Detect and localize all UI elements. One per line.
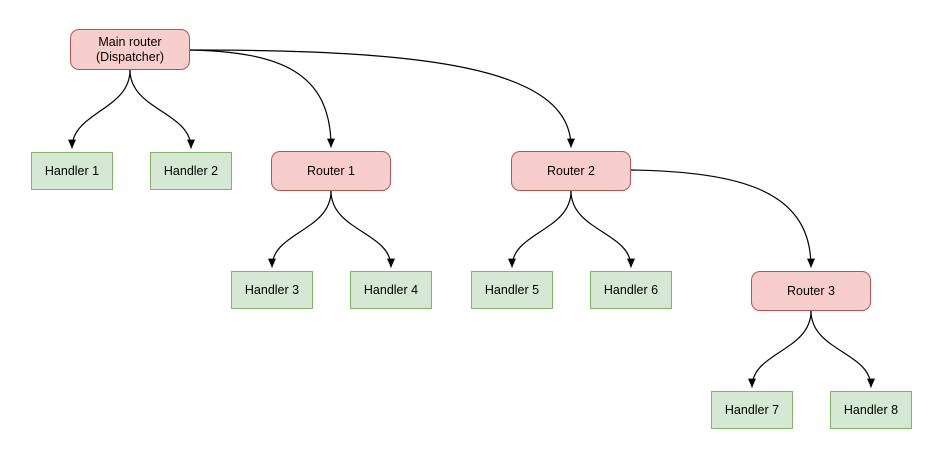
node-router-2[interactable]: Router 2 — [511, 151, 631, 191]
node-handler-6[interactable]: Handler 6 — [590, 271, 672, 309]
node-label-router-3: Router 3 — [787, 283, 835, 298]
node-handler-7[interactable]: Handler 7 — [711, 391, 793, 429]
node-handler-4[interactable]: Handler 4 — [350, 271, 432, 309]
node-handler-5[interactable]: Handler 5 — [471, 271, 553, 309]
node-main-router[interactable]: Main router (Dispatcher) — [70, 29, 190, 70]
node-label-handler-6: Handler 6 — [603, 282, 659, 297]
node-label-router-1: Router 1 — [307, 163, 355, 178]
node-label-handler-3: Handler 3 — [244, 282, 300, 297]
node-router-1[interactable]: Router 1 — [271, 151, 391, 191]
edge-router-3-handler-7 — [748, 310, 812, 388]
node-label-handler-2: Handler 2 — [163, 163, 219, 178]
node-label-main-router: Main router (Dispatcher) — [95, 34, 165, 64]
edge-main-handler-2 — [129, 69, 195, 149]
edges-group — [68, 49, 875, 388]
node-handler-2[interactable]: Handler 2 — [150, 152, 232, 190]
node-label-handler-1: Handler 1 — [44, 163, 100, 178]
node-label-handler-5: Handler 5 — [484, 282, 540, 297]
node-label-handler-8: Handler 8 — [843, 402, 899, 417]
edge-main-handler-1 — [68, 69, 131, 149]
node-label-handler-7: Handler 7 — [724, 402, 780, 417]
edge-router-3-handler-8 — [810, 310, 875, 388]
edge-main-router-1 — [189, 49, 335, 148]
edge-router-2-handler-6 — [570, 190, 635, 268]
edge-router-2-router-3 — [630, 169, 815, 268]
edge-router-1-handler-3 — [268, 190, 332, 268]
node-handler-8[interactable]: Handler 8 — [830, 391, 912, 429]
node-label-handler-4: Handler 4 — [363, 282, 419, 297]
edge-main-router-2 — [189, 49, 575, 148]
edge-router-2-handler-5 — [508, 190, 572, 268]
node-router-3[interactable]: Router 3 — [751, 271, 871, 311]
node-label-router-2: Router 2 — [547, 163, 595, 178]
node-handler-3[interactable]: Handler 3 — [231, 271, 313, 309]
node-handler-1[interactable]: Handler 1 — [31, 152, 113, 190]
edge-router-1-handler-4 — [330, 190, 395, 268]
